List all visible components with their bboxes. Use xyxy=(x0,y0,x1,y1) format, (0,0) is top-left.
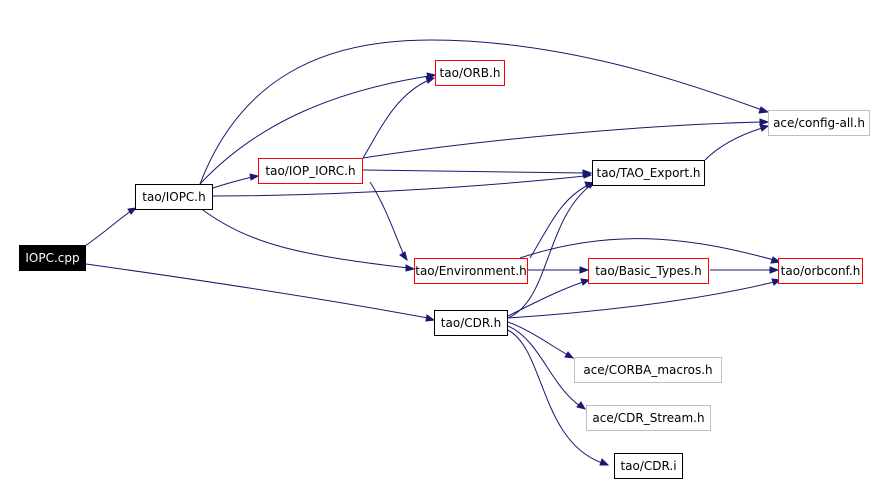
edge-environment-h-to-orbconf-h xyxy=(519,238,775,261)
edge-arrowhead xyxy=(425,314,436,322)
edge-arrowhead xyxy=(579,266,590,274)
node-label: tao/CDR.i xyxy=(620,459,677,473)
node-tao-orbconf-h[interactable]: tao/orbconf.h xyxy=(778,258,863,284)
edge-arrowhead xyxy=(425,76,436,84)
edge-arrowhead xyxy=(564,351,575,359)
edge-cdr-h-to-corba-macros-h xyxy=(507,321,569,356)
node-tao-orb-h[interactable]: tao/ORB.h xyxy=(435,60,505,86)
edge-iop-iorc-h-to-config-all-h xyxy=(362,121,763,159)
edge-iop-iorc-h-to-environment-h xyxy=(369,181,405,256)
edge-arrowhead xyxy=(405,264,416,272)
node-ace-config-all-h[interactable]: ace/config-all.h xyxy=(768,110,870,136)
edge-iopc-cpp-to-iopc-h xyxy=(84,210,132,247)
edge-iop-iorc-h-to-tao-export-h xyxy=(362,169,586,174)
node-label: ace/config-all.h xyxy=(773,116,865,130)
edge-environment-h-to-tao-export-h xyxy=(529,184,589,259)
edge-iopc-h-to-config-all-h xyxy=(199,39,763,185)
edge-tao-export-h-to-config-all-h xyxy=(704,127,763,161)
node-tao-tao-export-h[interactable]: tao/TAO_Export.h xyxy=(592,160,705,186)
node-label: tao/IOPC.h xyxy=(142,190,206,204)
node-tao-cdr-h[interactable]: tao/CDR.h xyxy=(434,310,508,336)
edge-arrowhead xyxy=(770,256,782,264)
edge-cdr-h-to-tao-export-h xyxy=(507,184,592,319)
node-tao-iop-iorc-h[interactable]: tao/IOP_IORC.h xyxy=(258,158,363,184)
edge-cdr-h-to-cdr-stream-h xyxy=(507,325,581,407)
edge-iopc-cpp-to-cdr-h xyxy=(85,263,429,319)
node-label: tao/Basic_Types.h xyxy=(595,264,702,278)
node-tao-environment-h[interactable]: tao/Environment.h xyxy=(414,258,528,284)
node-tao-iopc-h[interactable]: tao/IOPC.h xyxy=(135,184,213,210)
node-label: ace/CORBA_macros.h xyxy=(583,363,713,377)
edge-cdr-h-to-cdr-i xyxy=(507,329,603,464)
edge-iopc-h-to-iop-iorc-h xyxy=(212,176,253,189)
node-tao-basic-types-h[interactable]: tao/Basic_Types.h xyxy=(588,258,709,284)
edge-arrowhead xyxy=(249,173,260,181)
edge-arrowhead xyxy=(576,401,587,410)
node-label: tao/orbconf.h xyxy=(780,264,861,278)
edge-iopc-h-to-tao-export-h xyxy=(212,175,586,197)
node-label: tao/CDR.h xyxy=(440,316,502,330)
node-label: tao/IOP_IORC.h xyxy=(265,164,356,178)
node-tao-cdr-i[interactable]: tao/CDR.i xyxy=(614,453,683,479)
node-label: ace/CDR_Stream.h xyxy=(592,411,705,425)
edge-cdr-h-to-basic-types-h xyxy=(507,281,584,317)
edge-arrowhead xyxy=(582,169,593,177)
edge-arrowhead xyxy=(759,118,770,126)
edge-arrowhead xyxy=(399,251,408,262)
node-label: tao/ORB.h xyxy=(439,66,501,80)
edge-arrowhead xyxy=(758,106,770,114)
edge-iop-iorc-h-to-orb-h xyxy=(362,79,430,159)
edge-iopc-h-to-environment-h xyxy=(199,207,409,269)
node-label: IOPC.cpp xyxy=(25,251,80,265)
node-label: tao/TAO_Export.h xyxy=(596,166,701,180)
edge-arrowhead xyxy=(769,266,780,274)
node-ace-cdr-stream-h[interactable]: ace/CDR_Stream.h xyxy=(586,405,711,431)
node-label: tao/Environment.h xyxy=(415,264,527,278)
node-ace-corba-macros-h[interactable]: ace/CORBA_macros.h xyxy=(574,357,722,383)
edge-arrowhead xyxy=(759,124,770,132)
edge-cdr-h-to-orbconf-h xyxy=(507,281,775,319)
node-iopc-cpp[interactable]: IOPC.cpp xyxy=(19,245,86,271)
edge-arrowhead xyxy=(127,207,138,215)
edge-arrowhead xyxy=(580,278,591,286)
edge-iopc-h-to-orb-h xyxy=(199,75,430,185)
edge-arrowhead xyxy=(599,458,610,466)
